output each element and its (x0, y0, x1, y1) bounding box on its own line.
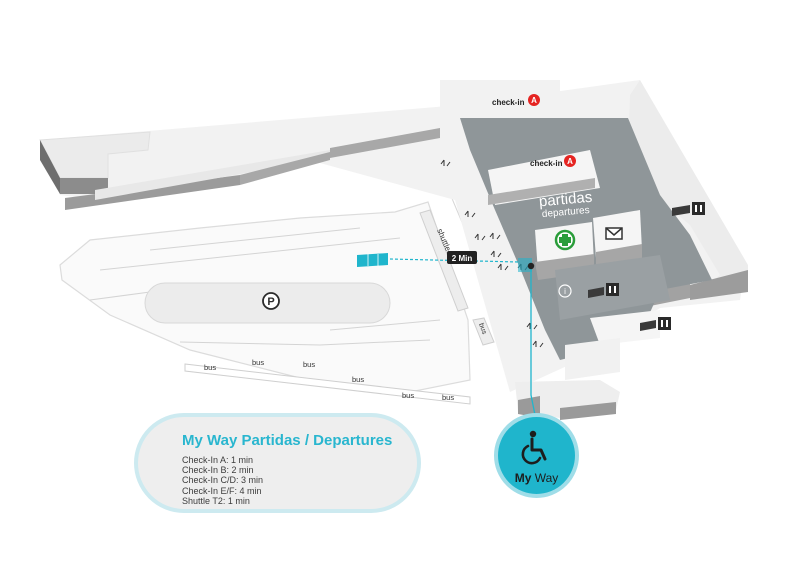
info-symbol: i (564, 287, 566, 296)
bus-bay-label: bus (204, 363, 216, 372)
legend-item: Check-In B: 2 min (182, 465, 254, 476)
bus-bay-label: bus (252, 358, 264, 367)
legend-panel: My Way Partidas / Departures Check-In A:… (134, 413, 421, 513)
bus-bay-label: bus (303, 360, 315, 369)
legend-list: Check-In A: 1 min Check-In B: 2 min Chec… (182, 455, 263, 506)
bus-bays: bus bus bus bus bus bus bus (184, 317, 495, 405)
pharmacy-icon (554, 229, 576, 251)
myway-route: 2 Min (389, 251, 537, 421)
accessible-parking-spots (357, 253, 388, 267)
legend-item: Shuttle T2: 1 min (182, 495, 250, 506)
luggage-icon (588, 283, 619, 298)
checkin-a-badge (564, 155, 576, 167)
legend-item: Check-In C/D: 3 min (182, 475, 264, 486)
myway-badge: My Way (494, 413, 579, 498)
legend-item: Check-In A: 1 min (182, 455, 254, 465)
luggage-icon (672, 202, 705, 216)
bus-bay-label: bus (352, 375, 364, 384)
walk-time-tag (447, 251, 477, 264)
checkin-a-badge (528, 94, 540, 106)
checkin-a-letter: A (567, 157, 573, 166)
svg-text:P: P (267, 296, 274, 308)
terminal-building: check-in A check-in A partidas departure… (39, 80, 748, 420)
info-icon: i (558, 284, 572, 298)
walk-time-label: 2 Min (452, 254, 473, 263)
luggage-icon (640, 317, 671, 331)
departures-label: departures (541, 205, 590, 220)
checkin-a-letter: A (531, 96, 537, 105)
bus-bay-label: bus (402, 391, 414, 400)
myway-wordmark: My Way (498, 471, 575, 485)
myway-word-way: Way (534, 471, 559, 485)
wheelchair-icon (521, 430, 547, 465)
bus-bay-label: bus (477, 322, 488, 335)
legend-title: My Way Partidas / Departures (182, 432, 393, 449)
checkin-label: check-in (492, 98, 525, 107)
parking-icon: P (262, 292, 280, 310)
partidas-label: partidas (538, 189, 593, 211)
bus-bay-label: bus (442, 393, 454, 402)
mail-icon (605, 227, 623, 240)
location-dot (527, 262, 535, 270)
myway-word-my: My (514, 471, 532, 485)
checkin-label: check-in (530, 159, 563, 168)
legend-item: Check-In E/F: 4 min (182, 485, 262, 496)
